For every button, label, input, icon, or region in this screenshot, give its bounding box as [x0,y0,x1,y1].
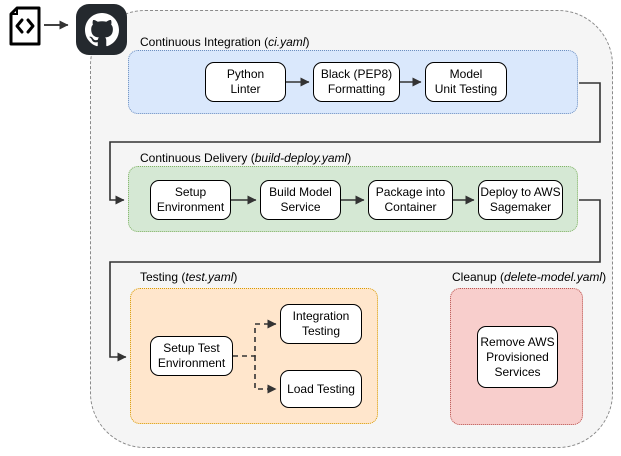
node-label-line: Testing [301,324,341,338]
github-octocat-icon [84,12,119,46]
testing-title-close: ) [233,270,238,284]
node-label-line: Service [280,200,321,214]
node-label-line: Setup Test [163,341,220,355]
node-label-line: Deploy to AWS [480,185,561,199]
node-build-model-service: Build Model Service [260,180,341,220]
ci-title-close: ) [305,35,310,49]
node-python-linter: Python Linter [205,62,286,102]
node-label-line: Linter [230,82,261,96]
node-label-line: Container [384,200,437,214]
testing-title-text: Testing ( [140,270,186,284]
cleanup-yaml-filename: delete-model.yaml [504,270,603,284]
node-model-unit-testing: Model Unit Testing [425,62,507,102]
node-label-line: Remove AWS [480,334,555,349]
cd-section-title: Continuous Delivery (build-deploy.yaml) [140,151,351,165]
cd-yaml-filename: build-deploy.yaml [254,151,348,165]
node-label-line: Environment [157,356,226,370]
node-load-testing: Load Testing [280,370,362,408]
node-label-line: Environment [156,200,225,214]
cleanup-title-text: Cleanup ( [452,270,505,284]
node-label-line: Python [226,67,265,81]
node-integration-testing: Integration Testing [280,304,362,344]
testing-yaml-filename: test.yaml [185,270,234,284]
node-label-line: Build Model [269,185,332,199]
node-label-line: Provisioned [486,349,549,364]
node-package-into-container: Package into Container [368,180,453,220]
node-label-line: Load Testing [287,381,355,396]
node-black-pep8-formatting: Black (PEP8) Formatting [313,62,400,102]
cleanup-section-title: Cleanup (delete-model.yaml) [452,270,606,284]
node-label-line: Package into [375,185,446,199]
node-label-line: Sagemaker [489,200,552,214]
node-label-line: Unit Testing [434,82,498,96]
node-label-line: Black (PEP8) [320,67,393,81]
node-label-line: Setup [174,185,207,199]
cd-title-text: Continuous Delivery ( [140,151,255,165]
ci-yaml-filename: ci.yaml [268,35,306,49]
node-label-line: Services [494,364,541,379]
code-file-icon-svg [9,6,41,46]
github-logo-icon [76,4,127,55]
cleanup-title-close: ) [602,270,607,284]
node-deploy-to-aws-sagemaker: Deploy to AWS Sagemaker [478,180,563,220]
cd-title-close: ) [347,151,352,165]
node-label-line: Integration [292,309,350,323]
node-remove-aws-provisioned-services: Remove AWS Provisioned Services [477,326,558,388]
node-label-line: Model [449,67,483,81]
code-file-icon [8,6,42,46]
ci-title-text: Continuous Integration ( [140,35,269,49]
node-label-line: Formatting [327,82,386,96]
node-setup-test-environment: Setup Test Environment [150,336,233,376]
node-setup-environment: Setup Environment [150,180,231,220]
testing-section-title: Testing (test.yaml) [140,270,237,284]
ci-section-title: Continuous Integration (ci.yaml) [140,35,309,49]
